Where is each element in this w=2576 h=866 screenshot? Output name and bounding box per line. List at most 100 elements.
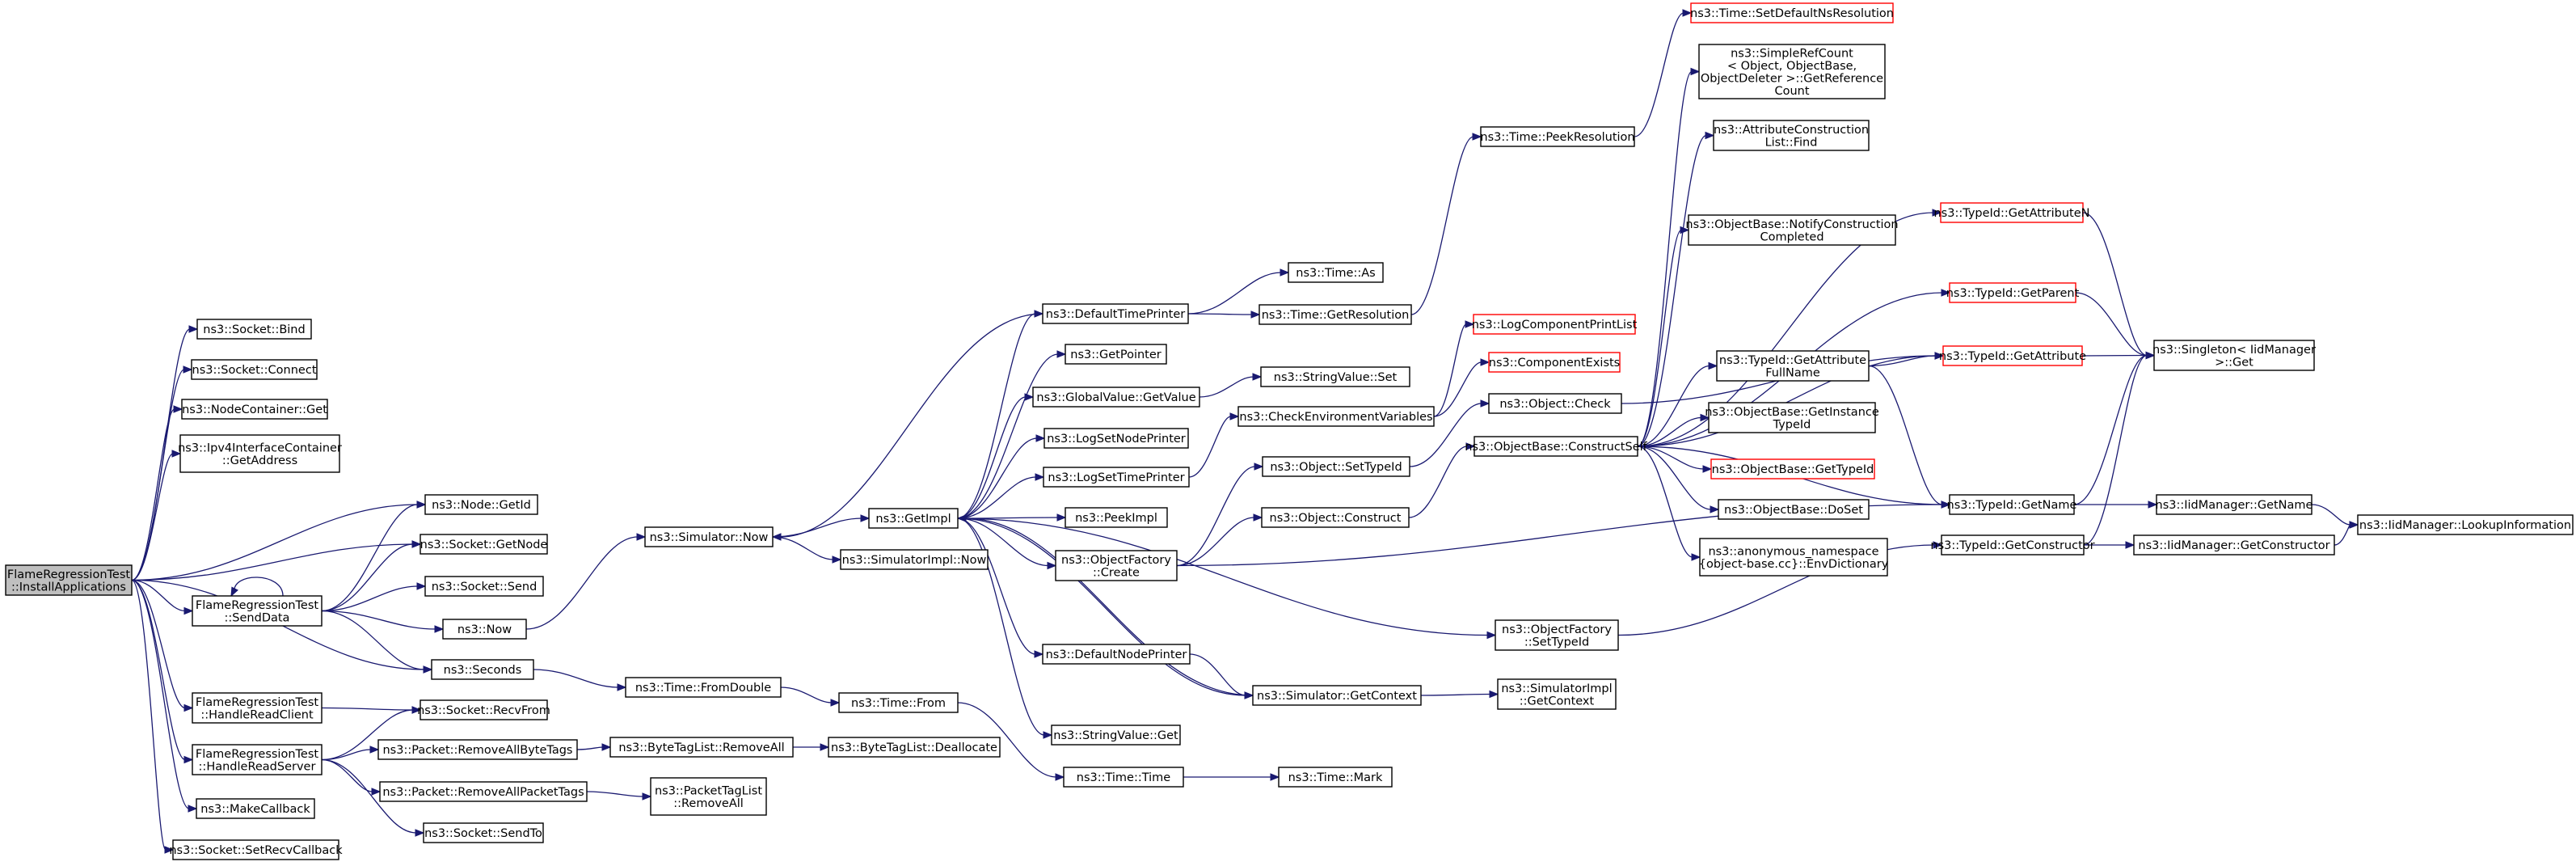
arrowhead-icon: [1056, 513, 1067, 522]
graph-node-iid-getname[interactable]: ns3::IidManager::GetName: [2156, 494, 2313, 515]
graph-node-makecallback[interactable]: ns3::MakeCallback: [196, 798, 315, 819]
graph-node-tid-getattrn[interactable]: ns3::TypeId::GetAttributeN: [1933, 202, 2090, 223]
node-label-line: ns3::Time::FromDouble: [635, 682, 771, 695]
graph-node-simimpl-getcontext[interactable]: ns3::SimulatorImpl::GetContext: [1497, 678, 1617, 710]
graph-node-connect[interactable]: ns3::Socket::Connect: [191, 359, 318, 380]
graph-node-of-create[interactable]: ns3::ObjectFactory::Create: [1055, 550, 1178, 581]
graph-node-setdefaultres[interactable]: ns3::Time::SetDefaultNsResolution: [1690, 2, 1894, 23]
graph-node-sock-send[interactable]: ns3::Socket::Send: [424, 576, 544, 597]
graph-node-sv-set[interactable]: ns3::StringValue::Set: [1260, 366, 1410, 387]
graph-node-peekimpl[interactable]: ns3::PeekImpl: [1065, 507, 1168, 528]
graph-node-obj-construct[interactable]: ns3::Object::Construct: [1261, 507, 1410, 528]
graph-node-now[interactable]: ns3::Now: [442, 619, 527, 640]
node-label-line: ns3::Singleton< IidManager: [2152, 344, 2316, 357]
graph-node-setrecvcb[interactable]: ns3::Socket::SetRecvCallback: [169, 839, 343, 860]
edge-line: [1637, 416, 1702, 447]
graph-node-tid-getname[interactable]: ns3::TypeId::GetName: [1947, 494, 2077, 515]
graph-node-gv-getvalue[interactable]: ns3::GlobalValue::GetValue: [1032, 387, 1200, 408]
graph-node-time-from[interactable]: ns3::Time::From: [838, 692, 959, 713]
graph-node-readclient[interactable]: FlameRegressionTest::HandleReadClient: [192, 692, 323, 724]
edge-line: [1637, 365, 1710, 447]
graph-node-time-time[interactable]: ns3::Time::Time: [1063, 767, 1184, 788]
graph-node-ipv4-get[interactable]: ns3::Ipv4InterfaceContainer::GetAddress: [178, 434, 342, 473]
edge-line: [1868, 365, 1943, 505]
graph-node-ob-doset[interactable]: ns3::ObjectBase::DoSet: [1718, 499, 1870, 520]
graph-node-fromdouble[interactable]: ns3::Time::FromDouble: [625, 677, 782, 698]
graph-node-sim-now[interactable]: ns3::Simulator::Now: [644, 526, 774, 547]
graph-node-ptl-removeall[interactable]: ns3::PacketTagList::RemoveAll: [650, 777, 767, 816]
edge-line: [1637, 229, 1682, 447]
graph-node-bind[interactable]: ns3::Socket::Bind: [196, 319, 312, 340]
graph-node-rm-bytetags[interactable]: ns3::Packet::RemoveAllByteTags: [377, 739, 578, 760]
call-edge-of_create-to-obj_settypeid: [1176, 463, 1264, 567]
graph-node-sock-getnode[interactable]: ns3::Socket::GetNode: [419, 534, 548, 555]
graph-node-simimpl-now[interactable]: ns3::SimulatorImpl::Now: [840, 549, 989, 570]
edge-line: [2075, 292, 2148, 357]
graph-node-envdict[interactable]: ns3::anonymous_namespace{object-base.cc}…: [1699, 538, 1889, 577]
graph-node-time-mark[interactable]: ns3::Time::Mark: [1278, 767, 1393, 788]
node-box: [1488, 393, 1622, 414]
node-box: [192, 744, 323, 775]
graph-node-iid-lookup[interactable]: ns3::IidManager::LookupInformation: [2357, 514, 2574, 535]
graph-node-btl-removeall[interactable]: ns3::ByteTagList::RemoveAll: [609, 737, 794, 758]
graph-node-root[interactable]: FlameRegressionTest::InstallApplications: [5, 564, 133, 596]
node-label-line: ns3::ObjectBase::DoSet: [1724, 504, 1863, 517]
graph-node-ob-gettypeid[interactable]: ns3::ObjectBase::GetTypeId: [1710, 458, 1875, 479]
graph-node-sim-getcontext[interactable]: ns3::Simulator::GetContext: [1252, 685, 1422, 706]
node-label-line: < Object, ObjectBase,: [1727, 60, 1857, 73]
edge-line: [321, 758, 417, 834]
graph-node-defaulttimeprinter[interactable]: ns3::DefaultTimePrinter: [1042, 303, 1189, 324]
graph-node-time-getres[interactable]: ns3::Time::GetResolution: [1258, 304, 1412, 325]
graph-node-notifyconstr[interactable]: ns3::ObjectBase::NotifyConstructionCompl…: [1685, 214, 1899, 246]
graph-node-peekres[interactable]: ns3::Time::PeekResolution: [1480, 126, 1635, 147]
graph-node-iid-getconstructor[interactable]: ns3::IidManager::GetConstructor: [2133, 534, 2335, 556]
graph-node-of-settypeid[interactable]: ns3::ObjectFactory::SetTypeId: [1495, 619, 1619, 651]
call-edge-senddata-to-node_getid: [321, 501, 427, 612]
graph-node-tid-getattr[interactable]: ns3::TypeId::GetAttribute: [1939, 345, 2086, 366]
graph-node-seconds[interactable]: ns3::Seconds: [431, 659, 534, 680]
graph-node-readserver[interactable]: FlameRegressionTest::HandleReadServer: [192, 744, 323, 775]
edge-line: [321, 709, 414, 761]
edge-line: [957, 517, 1045, 736]
call-edge-rm_packettags-to-ptl_removeall: [586, 791, 652, 801]
graph-node-getimpl[interactable]: ns3::GetImpl: [868, 508, 959, 529]
graph-node-obj-check[interactable]: ns3::Object::Check: [1488, 393, 1622, 414]
graph-node-tid-getparent[interactable]: ns3::TypeId::GetParent: [1946, 282, 2080, 303]
graph-node-sv-get[interactable]: ns3::StringValue::Get: [1051, 724, 1181, 746]
graph-node-defaultnodeprinter[interactable]: ns3::DefaultNodePrinter: [1042, 644, 1191, 665]
graph-node-getpointer[interactable]: ns3::GetPointer: [1065, 344, 1167, 365]
graph-node-logsetnodeprinter[interactable]: ns3::LogSetNodePrinter: [1043, 428, 1189, 449]
graph-node-time-as[interactable]: ns3::Time::As: [1288, 262, 1384, 283]
graph-node-ob-constructself[interactable]: ns3::ObjectBase::ConstructSelf: [1465, 436, 1648, 457]
graph-node-recvfrom[interactable]: ns3::Socket::RecvFrom: [417, 699, 550, 720]
arrowhead-icon: [183, 365, 193, 374]
graph-node-compexists[interactable]: ns3::ComponentExists: [1488, 352, 1621, 373]
graph-node-node-getid[interactable]: ns3::Node::GetId: [424, 494, 538, 515]
arrowhead-icon: [183, 755, 194, 764]
graph-node-rm-packettags[interactable]: ns3::Packet::RemoveAllPacketTags: [379, 781, 588, 802]
graph-node-logcompprint[interactable]: ns3::LogComponentPrintList: [1472, 314, 1638, 335]
graph-node-nc-get[interactable]: ns3::NodeContainer::Get: [181, 399, 328, 420]
node-box: [1043, 428, 1189, 449]
graph-node-obj-settypeid[interactable]: ns3::Object::SetTypeId: [1262, 456, 1410, 477]
node-box: [423, 822, 544, 843]
node-label-line: ns3::LogSetTimePrinter: [1048, 471, 1184, 484]
graph-node-senddata[interactable]: FlameRegressionTest::SendData: [192, 595, 323, 627]
node-box: [2133, 534, 2335, 556]
call-edge-getimpl-to-logsetnodeprinter: [957, 434, 1046, 519]
graph-node-sendto[interactable]: ns3::Socket::SendTo: [423, 822, 544, 843]
graph-node-checkenv[interactable]: ns3::CheckEnvironmentVariables: [1237, 406, 1435, 427]
call-edge-senddata-to-senddata: [230, 577, 284, 598]
arrowhead-icon: [1024, 393, 1035, 401]
arrowhead-icon: [1480, 399, 1490, 408]
graph-node-singleton-get[interactable]: ns3::Singleton< IidManager >::Get: [2152, 340, 2316, 371]
graph-node-logsettimeprinter[interactable]: ns3::LogSetTimePrinter: [1043, 467, 1190, 488]
graph-node-tid-getconstructor[interactable]: ns3::TypeId::GetConstructor: [1930, 534, 2095, 556]
graph-node-simplerefcount[interactable]: ns3::SimpleRefCount< Object, ObjectBase,…: [1698, 44, 1886, 99]
graph-node-btl-dealloc[interactable]: ns3::ByteTagList::Deallocate: [828, 737, 1001, 758]
call-edge-time_time-to-time_mark: [1183, 773, 1280, 781]
